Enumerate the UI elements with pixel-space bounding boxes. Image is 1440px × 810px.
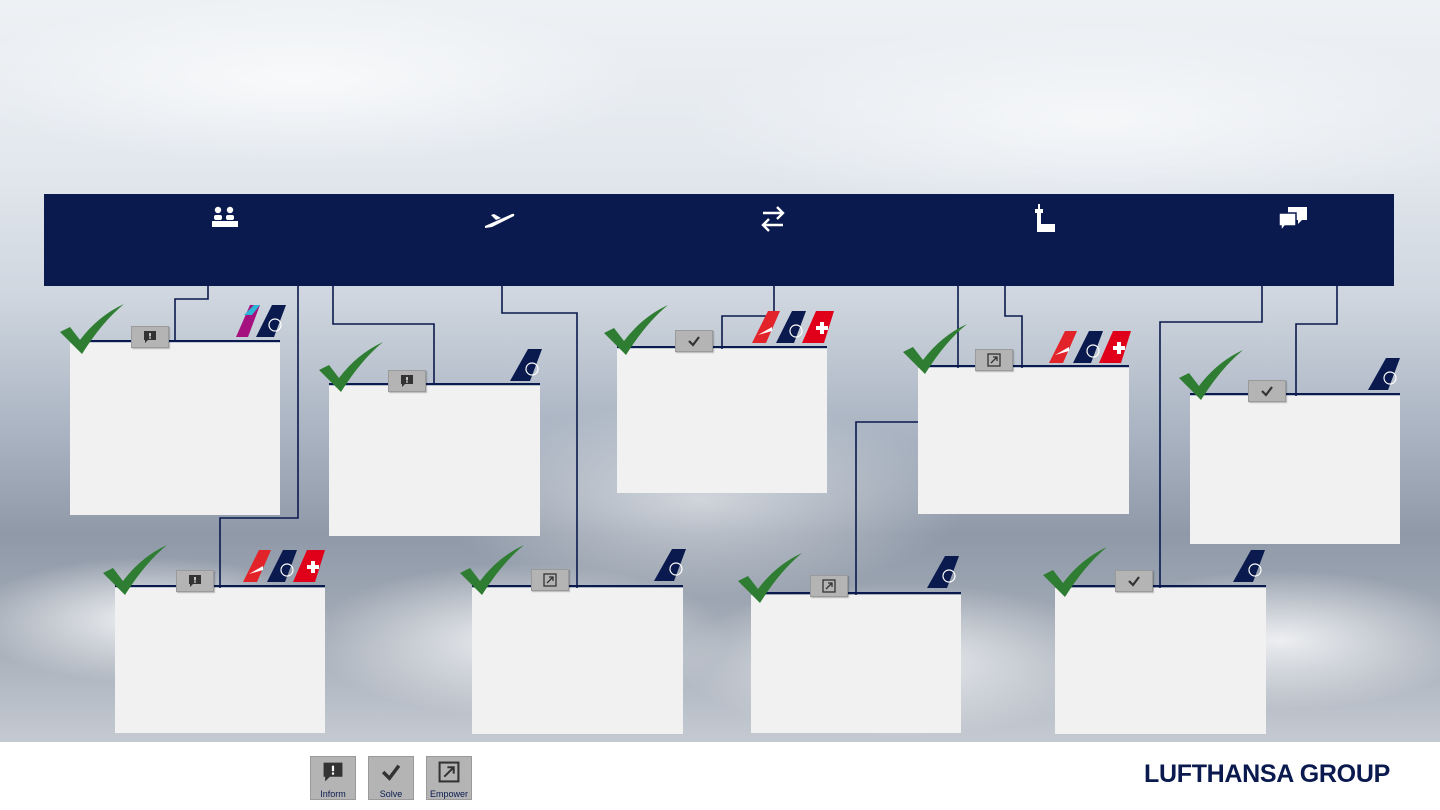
airline-tails bbox=[652, 547, 688, 583]
transfer-arrows-icon bbox=[756, 202, 790, 236]
card-header-line bbox=[115, 585, 325, 587]
green-check-icon bbox=[319, 342, 383, 392]
card-checkin-bottom bbox=[115, 588, 325, 733]
card-tower-top bbox=[918, 368, 1129, 514]
solve-badge bbox=[675, 330, 713, 352]
green-check-icon bbox=[1043, 547, 1107, 597]
green-check-icon bbox=[738, 553, 802, 603]
card-transfer-bottom bbox=[751, 595, 961, 733]
card-header-line bbox=[918, 365, 1129, 367]
check-icon bbox=[381, 764, 401, 781]
empower-badge bbox=[810, 575, 848, 597]
inform-badge bbox=[388, 370, 426, 392]
airline-tails bbox=[1231, 548, 1267, 584]
legend-empower-label: Empower bbox=[429, 789, 468, 799]
legend-inform: Inform bbox=[310, 756, 356, 800]
green-check-icon bbox=[460, 545, 524, 595]
journey-banner bbox=[44, 194, 1394, 286]
airline-tails bbox=[508, 347, 544, 383]
solve-badge bbox=[1115, 570, 1153, 592]
airline-tails bbox=[750, 309, 836, 345]
card-header-line bbox=[329, 383, 540, 385]
inform-badge bbox=[131, 326, 169, 348]
airline-tails bbox=[1366, 356, 1402, 392]
airplane-takeoff-icon bbox=[482, 202, 516, 236]
green-check-icon bbox=[604, 305, 668, 355]
card-transfer-top bbox=[617, 349, 827, 493]
airline-tails bbox=[241, 548, 327, 584]
control-tower-icon bbox=[1030, 202, 1064, 236]
green-check-icon bbox=[903, 324, 967, 374]
card-chat-bottom bbox=[1055, 588, 1266, 734]
card-header-line bbox=[472, 585, 683, 587]
green-check-icon bbox=[60, 304, 124, 354]
legend-solve-label: Solve bbox=[379, 789, 403, 799]
green-check-icon bbox=[1179, 350, 1243, 400]
lufthansa-group-logo: LUFTHANSA GROUP bbox=[1144, 760, 1390, 788]
empower-icon bbox=[438, 761, 460, 783]
legend-solve: Solve bbox=[368, 756, 414, 800]
card-takeoff-bottom bbox=[472, 588, 683, 734]
card-takeoff-top bbox=[329, 386, 540, 536]
legend-inform-label: Inform bbox=[320, 789, 346, 799]
card-header-line bbox=[1055, 585, 1266, 587]
legend-empower: Empower bbox=[426, 756, 472, 800]
checkin-counter-icon bbox=[208, 202, 242, 236]
card-header-line bbox=[617, 346, 827, 348]
card-header-line bbox=[1190, 393, 1400, 395]
card-checkin-top bbox=[70, 343, 280, 515]
empower-badge bbox=[975, 349, 1013, 371]
airline-tails bbox=[230, 303, 288, 339]
airline-tails bbox=[925, 554, 961, 590]
solve-badge bbox=[1248, 380, 1286, 402]
inform-badge bbox=[176, 570, 214, 592]
card-header-line bbox=[751, 592, 961, 594]
card-header-line bbox=[70, 340, 280, 342]
green-check-icon bbox=[103, 545, 167, 595]
inform-icon bbox=[323, 762, 343, 782]
card-chat-top bbox=[1190, 396, 1400, 544]
airline-tails bbox=[1047, 329, 1133, 365]
chat-bubbles-icon bbox=[1276, 202, 1310, 236]
empower-badge bbox=[531, 569, 569, 591]
